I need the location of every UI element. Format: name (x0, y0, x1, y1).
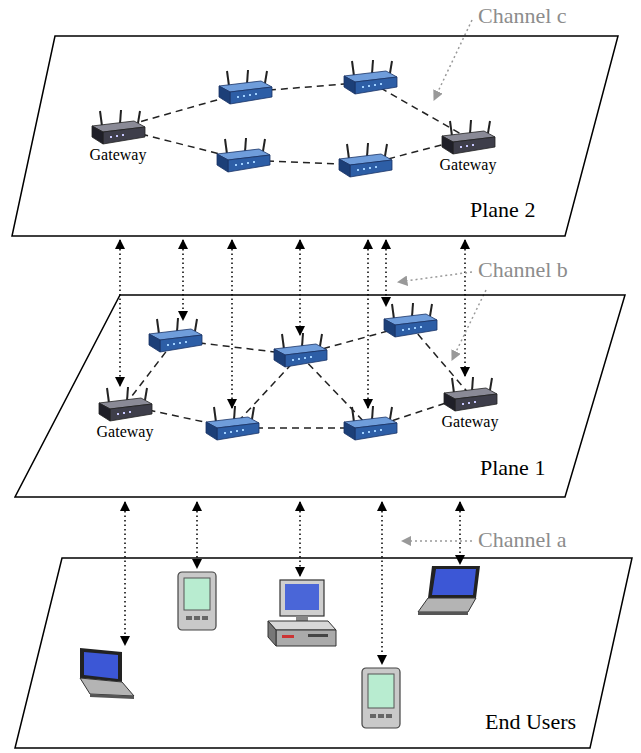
laptop-icon (418, 566, 480, 615)
mesh-links (118, 82, 468, 165)
network-plane: Plane 2GatewayGateway (11, 35, 619, 237)
gateway-label: Gateway (442, 413, 499, 431)
gateway-label: Gateway (90, 146, 147, 164)
leader-lines (398, 20, 486, 541)
gateway-label: Gateway (97, 423, 154, 441)
plane-label: Plane 1 (480, 456, 545, 480)
plane-label: Plane 2 (470, 198, 535, 222)
network-plane: End Users (14, 557, 633, 749)
gateway-label: Gateway (440, 156, 497, 174)
plane-label: End Users (485, 710, 576, 734)
channel-arrows (125, 502, 460, 664)
channel-arrows (120, 240, 465, 408)
laptop-icon (80, 648, 134, 699)
router-icon (95, 387, 155, 423)
router-icon (88, 110, 148, 146)
gateway-router: Gateway (436, 120, 501, 176)
gateway-router: Gateway (438, 377, 503, 433)
pc-icon (268, 580, 336, 646)
gateway-router: Gateway (86, 110, 151, 166)
plane-outline (12, 36, 618, 236)
network-plane: Plane 1GatewayGateway (14, 294, 626, 498)
channel-label: Channel b (478, 258, 568, 282)
pda-icon (362, 668, 400, 728)
channel-label: Channel a (478, 528, 567, 552)
gateway-router: Gateway (93, 387, 158, 443)
router-icon (438, 120, 498, 156)
pda-icon (178, 572, 216, 630)
plane-outline (15, 558, 632, 748)
router-icons (149, 60, 437, 440)
router-icon (440, 377, 500, 413)
plane-outline (15, 295, 625, 497)
channel-label: Channel c (478, 4, 567, 28)
